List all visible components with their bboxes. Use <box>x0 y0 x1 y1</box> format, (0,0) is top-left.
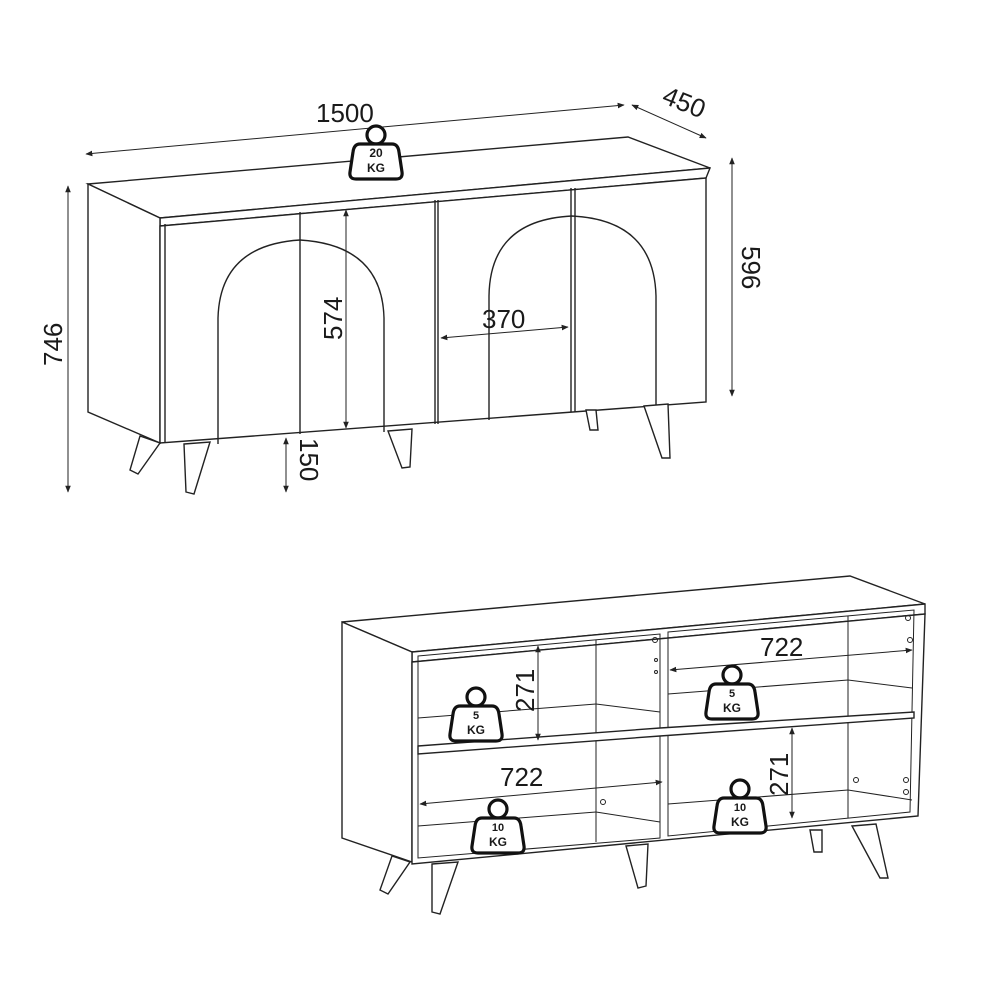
height-label: 746 <box>38 323 68 366</box>
weight-icon: 5 KG <box>448 686 504 743</box>
lower-right-height-label: 271 <box>764 753 794 796</box>
closed-sideboard: 1500 450 746 596 574 370 150 20 KG <box>38 80 766 495</box>
depth-label: 450 <box>659 80 710 124</box>
weight-icon: 10 KG <box>712 778 768 835</box>
lower-left-shelf-side <box>595 811 661 823</box>
open-leg-front-left <box>431 861 460 915</box>
open-leg-back-right <box>809 829 823 853</box>
weight-unit: KG <box>489 835 507 849</box>
upper-right-width-dim-line <box>669 647 913 673</box>
compartment-left <box>417 633 661 859</box>
arch-right <box>488 215 657 420</box>
compartment-right <box>667 609 915 837</box>
weight-icon: 5 KG <box>704 664 760 721</box>
upper-right-width-label: 722 <box>760 632 803 662</box>
weight-value: 10 <box>492 822 504 834</box>
width-dim-line <box>85 102 625 157</box>
arch-height-label: 574 <box>318 297 348 340</box>
weight-unit: KG <box>723 701 741 715</box>
upper-left-shelf-side <box>595 703 661 713</box>
upper-left-shelf <box>417 703 597 719</box>
arch-width-dim-line <box>440 324 569 341</box>
lower-right-shelf-side <box>847 789 913 801</box>
leg-back-left <box>129 435 162 475</box>
upper-right-shelf <box>667 679 849 695</box>
depth-dim-line <box>631 104 707 139</box>
lower-left-width-dim-line <box>419 779 663 807</box>
weight-icon: 10 KG <box>470 798 526 855</box>
lower-left-width-label: 722 <box>500 762 543 792</box>
weight-value: 5 <box>729 688 735 700</box>
weight-unit: KG <box>367 161 385 175</box>
body-height-label: 596 <box>736 246 766 289</box>
open-leg-front-mid <box>625 843 649 889</box>
open-side-panel <box>341 620 413 863</box>
side-panel <box>87 182 161 445</box>
weight-unit: KG <box>731 815 749 829</box>
weight-icon: 20 KG <box>348 124 404 181</box>
arch-width-label: 370 <box>482 304 525 334</box>
width-label: 1500 <box>316 98 374 128</box>
arch-left <box>217 239 385 444</box>
weight-value: 10 <box>734 802 746 814</box>
leg-front-left <box>183 441 211 495</box>
front-body <box>159 177 707 444</box>
open-leg-back-left <box>379 855 412 895</box>
middle-shelf <box>417 711 915 755</box>
leg-height-label: 150 <box>294 438 324 481</box>
weight-value: 20 <box>369 146 383 160</box>
weight-unit: KG <box>467 723 485 737</box>
leg-front-right <box>643 403 671 459</box>
leg-back-right <box>585 409 599 431</box>
weight-value: 5 <box>473 710 479 722</box>
leg-front-mid <box>387 428 413 469</box>
open-sideboard: 722 722 271 271 5 KG 5 KG 10 KG <box>341 575 926 915</box>
upper-left-height-label: 271 <box>510 669 540 712</box>
open-leg-front-right <box>850 823 889 879</box>
upper-right-shelf-side <box>847 679 913 689</box>
